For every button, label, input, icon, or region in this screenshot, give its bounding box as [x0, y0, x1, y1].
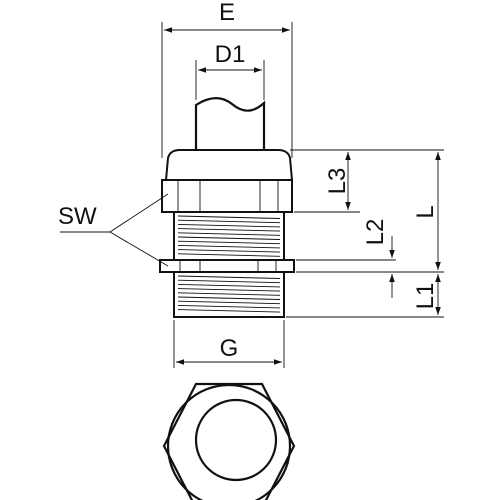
thread-line	[177, 300, 281, 305]
thread-line	[177, 279, 281, 284]
top-view	[162, 382, 296, 500]
callout-sw: SW	[58, 193, 169, 267]
thread-line	[177, 232, 281, 236]
dimension-l2: L2	[296, 219, 396, 298]
thread-line	[177, 292, 281, 296]
thread-line	[177, 249, 281, 253]
thread-line	[177, 296, 281, 300]
side-view	[159, 97, 295, 318]
dimension-e: E	[161, 0, 293, 158]
dimension-l1: L1	[286, 274, 444, 318]
label-l1: L1	[412, 283, 439, 310]
thread-line	[177, 228, 281, 232]
label-l2: L2	[362, 219, 389, 246]
thread-line	[177, 309, 281, 313]
label-e: E	[219, 0, 235, 26]
label-sw: SW	[58, 203, 97, 230]
thread-line	[177, 215, 281, 219]
dimension-g: G	[173, 320, 285, 368]
label-g: G	[220, 335, 239, 362]
cable	[194, 97, 266, 150]
thread-line	[177, 275, 281, 279]
thread-line	[177, 236, 281, 240]
dimension-d1: D1	[195, 41, 265, 100]
label-l: L	[412, 205, 439, 218]
thread-lines	[177, 275, 281, 313]
thread-line	[177, 253, 281, 257]
thread-line	[177, 283, 281, 288]
thread-line	[177, 223, 281, 228]
dimension-l: L	[290, 149, 444, 273]
thread-line	[177, 240, 281, 245]
label-l3: L3	[324, 168, 351, 195]
upper-hex	[161, 179, 293, 213]
thread-line	[177, 288, 281, 292]
upper-thread	[173, 211, 285, 261]
dimension-l3: L3	[292, 149, 360, 213]
thread-line	[177, 244, 281, 249]
inner-circle	[194, 398, 278, 482]
thread-line	[177, 219, 281, 224]
label-d1: D1	[215, 41, 246, 68]
outer-circle	[166, 383, 292, 500]
thread-lines	[177, 215, 281, 257]
dome-cap	[164, 149, 294, 181]
thread-line	[177, 304, 281, 309]
hex-outline	[162, 382, 296, 500]
